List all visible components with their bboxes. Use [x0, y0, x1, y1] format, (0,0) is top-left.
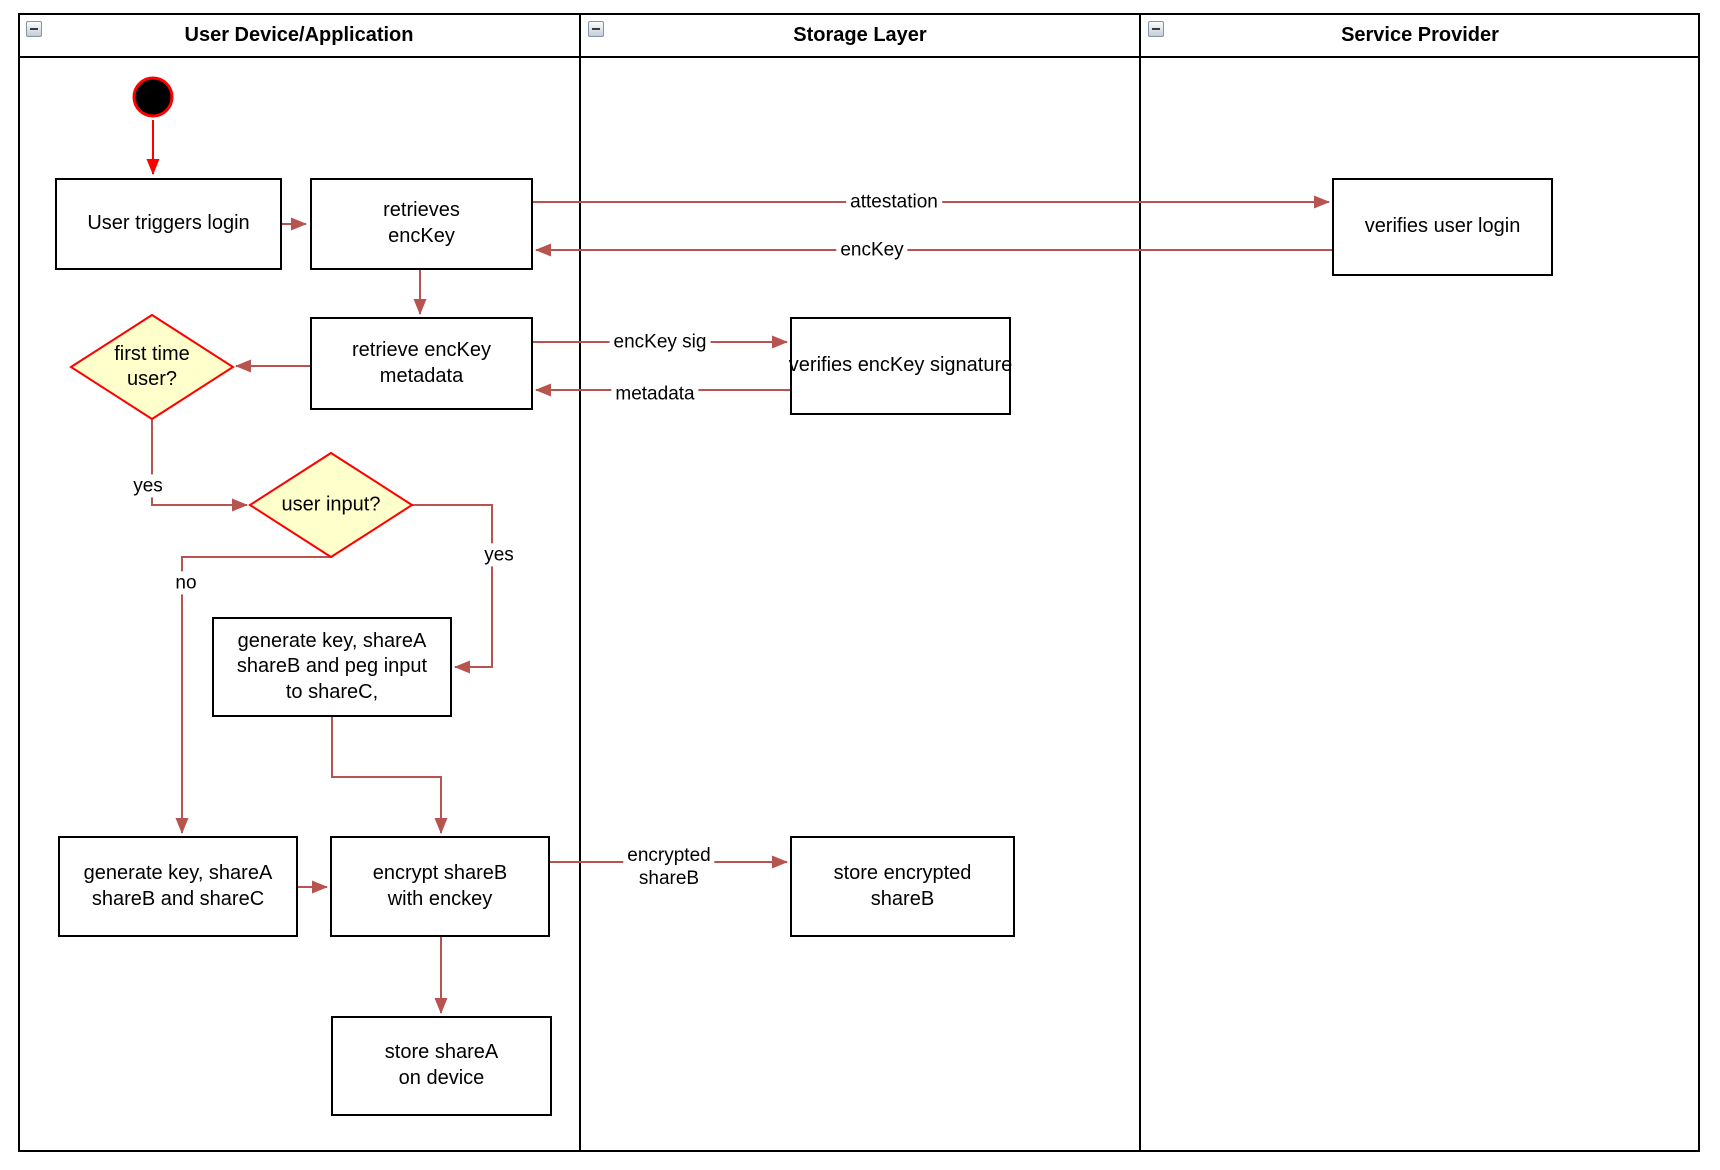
node-generate-key-sharec[interactable]: generate key, shareA shareB and shareC: [58, 836, 298, 937]
edge-label-metadata: metadata: [611, 382, 699, 406]
edge-label-user-input-yes: yes: [480, 543, 518, 567]
node-label: generate key, shareA shareB and shareC: [83, 861, 273, 910]
decision-label-user-input: user input?: [281, 493, 381, 516]
node-encrypt-shareb[interactable]: encrypt shareB with enckey: [330, 836, 550, 937]
swimlane-frame: [18, 13, 1700, 1152]
edge-label-first-time-yes: yes: [129, 474, 167, 498]
node-label: verifies user login: [1364, 215, 1521, 238]
decision-first-time-user[interactable]: [69, 313, 235, 421]
lane-title-service-provider: Service Provider: [1341, 23, 1499, 46]
node-label: generate key, shareA shareB and peg inpu…: [236, 629, 428, 703]
collapse-lane-button-storage-layer[interactable]: [588, 21, 604, 37]
edge-label-enckey: encKey: [836, 238, 908, 262]
node-verifies-enckey-signature[interactable]: verifies encKey signature: [788, 317, 1013, 415]
node-label: User triggers login: [87, 212, 250, 235]
edge-user-input-yes: [412, 504, 493, 674]
collapse-lane-button-user-device[interactable]: [26, 21, 42, 37]
lane-divider-1: [579, 13, 581, 1152]
lane-title-user-device: User Device/Application: [184, 23, 414, 46]
edge-peg-to-encrypt: [331, 717, 448, 834]
minus-icon: [1152, 28, 1160, 30]
node-label: store encrypted shareB: [833, 861, 972, 910]
lane-title-storage-layer: Storage Layer: [793, 23, 927, 46]
edge-label-encrypted-shareb: encrypted shareB: [623, 843, 715, 891]
minus-icon: [592, 28, 600, 30]
node-retrieves-enckey[interactable]: retrieves encKey: [310, 178, 533, 270]
node-verifies-user-login[interactable]: verifies user login: [1332, 178, 1553, 276]
start-node[interactable]: [132, 76, 174, 118]
lane-divider-2: [1139, 13, 1141, 1152]
decision-label-first-time-user: first time user?: [114, 343, 190, 390]
node-store-encrypted-shareb[interactable]: store encrypted shareB: [790, 836, 1015, 937]
edge-label-enckey-sig: encKey sig: [609, 330, 711, 354]
node-label: verifies encKey signature: [788, 354, 1013, 377]
edge-user-input-no: [175, 556, 331, 834]
edge-first-time-yes: [151, 419, 248, 512]
edge-label-attestation: attestation: [846, 190, 942, 214]
minus-icon: [30, 28, 38, 30]
node-retrieve-enckey-metadata[interactable]: retrieve encKey metadata: [310, 317, 533, 410]
lane-header-separator: [18, 56, 1700, 58]
node-user-triggers-login[interactable]: User triggers login: [55, 178, 282, 270]
collapse-lane-button-service-provider[interactable]: [1148, 21, 1164, 37]
node-label: store shareA on device: [384, 1041, 499, 1089]
node-label: encrypt shareB with enckey: [372, 861, 508, 910]
decision-user-input[interactable]: [248, 451, 414, 559]
node-label: retrieve encKey metadata: [352, 338, 491, 387]
node-store-sharea[interactable]: store shareA on device: [331, 1016, 552, 1116]
node-label: retrieves encKey: [383, 199, 460, 247]
node-generate-key-peg-input[interactable]: generate key, shareA shareB and peg inpu…: [212, 617, 452, 717]
edge-label-user-input-no: no: [171, 571, 201, 595]
